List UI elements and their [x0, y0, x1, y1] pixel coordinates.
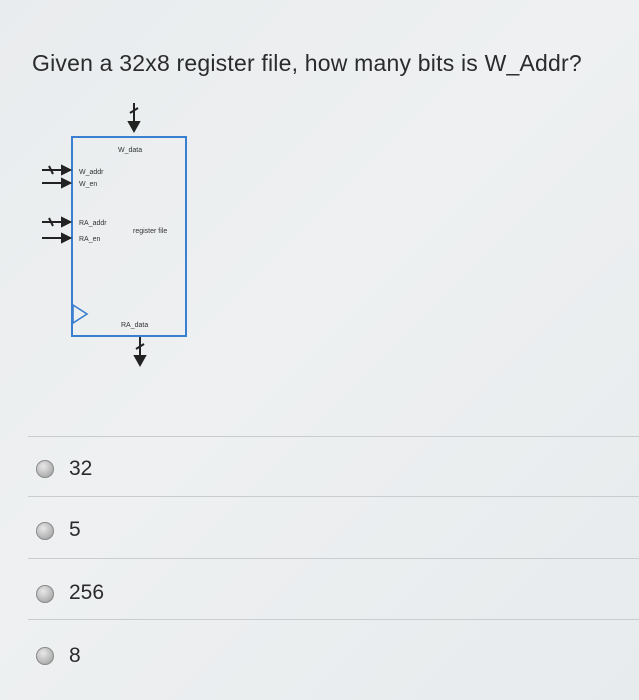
clock-triangle-icon — [72, 303, 89, 325]
ra-addr-label: RA_addr — [79, 220, 107, 227]
option-label: 32 — [69, 457, 93, 480]
option-label: 5 — [69, 518, 81, 541]
w-en-label: W_en — [79, 181, 97, 188]
option-row[interactable]: 5 — [0, 496, 639, 556]
w-data-label: W_data — [118, 147, 142, 154]
option-label: 8 — [69, 644, 81, 667]
divider — [28, 496, 639, 497]
divider — [28, 619, 639, 620]
ra-addr-arrow-icon — [42, 216, 73, 228]
question-text: Given a 32x8 register file, how many bit… — [32, 50, 582, 76]
register-file-diagram: W_data W_addr W_en RA_addr RA_en registe… — [42, 103, 187, 368]
radio-button[interactable] — [36, 647, 54, 665]
register-file-label: register file — [133, 228, 167, 235]
answer-options: 32 5 256 8 — [0, 436, 639, 676]
ra-data-arrow-icon — [133, 337, 147, 368]
w-addr-label: W_addr — [79, 169, 104, 176]
radio-button[interactable] — [36, 522, 54, 540]
option-row[interactable]: 256 — [0, 556, 639, 616]
option-row[interactable]: 8 — [0, 616, 639, 676]
radio-button[interactable] — [36, 460, 54, 478]
divider — [28, 558, 639, 559]
option-label: 256 — [69, 581, 105, 604]
ra-data-label: RA_data — [121, 322, 148, 329]
ra-en-label: RA_en — [79, 236, 101, 243]
ra-en-arrow-icon — [42, 232, 73, 244]
divider — [28, 436, 639, 437]
option-row[interactable]: 32 — [0, 436, 639, 496]
radio-button[interactable] — [36, 585, 54, 603]
w-en-arrow-icon — [42, 177, 73, 189]
w-data-arrow-icon — [127, 103, 141, 134]
register-file-block — [71, 136, 187, 337]
w-addr-arrow-icon — [42, 164, 73, 176]
